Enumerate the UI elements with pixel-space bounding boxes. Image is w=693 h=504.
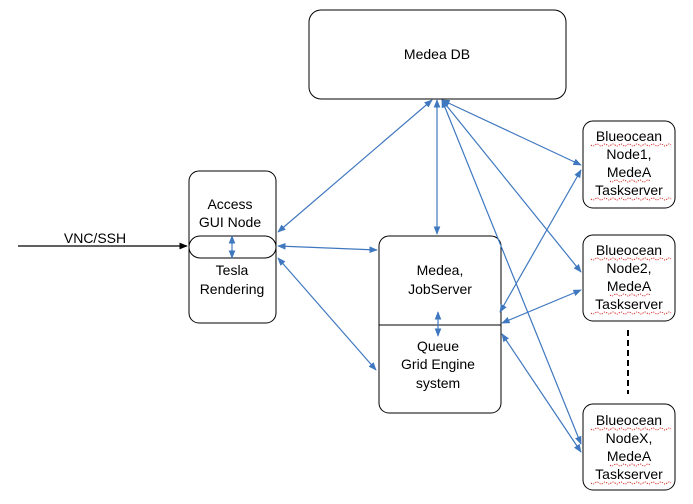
queue-label-line3: system	[416, 375, 460, 391]
arrow-gui-to-jobserver	[277, 242, 378, 254]
spellcheck-underline	[609, 463, 651, 467]
blueocean-node2-box: Blueocean Node2, MedeA Taskserver	[582, 234, 676, 322]
vnc-ssh-label: VNC/SSH	[64, 230, 126, 246]
tesla-label-line2: Rendering	[200, 281, 265, 297]
node1-label-line4: Taskserver	[595, 182, 663, 198]
blueocean-node1-box: Blueocean Node1, MedeA Taskserver	[582, 120, 676, 209]
arrow-jobserver-to-nodex	[501, 333, 582, 453]
node1-label-line2: Node1,	[606, 146, 651, 162]
arrow-gui-to-db	[277, 99, 433, 233]
spellcheck-underline	[609, 179, 651, 183]
node2-label-line2: Node2,	[606, 260, 651, 276]
node2-label-line3: MedeA	[607, 278, 652, 294]
jobserver-queue-box: Medea, JobServer Queue Grid Engine syste…	[378, 235, 502, 414]
queue-label-line2: Grid Engine	[401, 356, 475, 372]
jobserver-label-line2: JobServer	[408, 281, 472, 297]
queue-label-line1: Queue	[417, 338, 459, 354]
node1-label-line3: MedeA	[607, 164, 652, 180]
node2-label-line1: Blueocean	[596, 242, 662, 258]
arrow-jobserver-to-node2	[501, 289, 582, 324]
jobserver-label-line1: Medea,	[417, 262, 464, 278]
arrow-tesla-to-queue	[277, 257, 377, 371]
spellcheck-underline	[590, 197, 672, 201]
vnc-ssh-input: VNC/SSH	[18, 230, 188, 250]
spellcheck-underline	[590, 143, 672, 147]
nodex-label-line3: MedeA	[607, 448, 652, 464]
spellcheck-underline	[590, 427, 672, 431]
spellcheck-underline	[609, 293, 651, 297]
node2-label-line4: Taskserver	[595, 296, 663, 312]
access-gui-label-line1: Access	[207, 196, 252, 212]
spellcheck-underline	[590, 481, 672, 485]
connections	[228, 99, 582, 453]
medea-db-box: Medea DB	[308, 9, 567, 100]
nodex-label-line1: Blueocean	[596, 412, 662, 428]
arrow-jobserver-to-node1	[499, 169, 582, 313]
blueocean-nodex-box: Blueocean NodeX, MedeA Taskserver	[582, 403, 676, 491]
spellcheck-underline	[590, 257, 672, 261]
nodex-label-line2: NodeX,	[606, 430, 653, 446]
nodex-label-line4: Taskserver	[595, 466, 663, 482]
access-gui-label-line2: GUI Node	[199, 214, 261, 230]
spellcheck-underline	[590, 311, 672, 315]
node1-label-line1: Blueocean	[596, 128, 662, 144]
medea-db-label: Medea DB	[404, 46, 470, 62]
tesla-label-line1: Tesla	[216, 262, 249, 278]
arrow-db-to-node1	[441, 99, 582, 166]
